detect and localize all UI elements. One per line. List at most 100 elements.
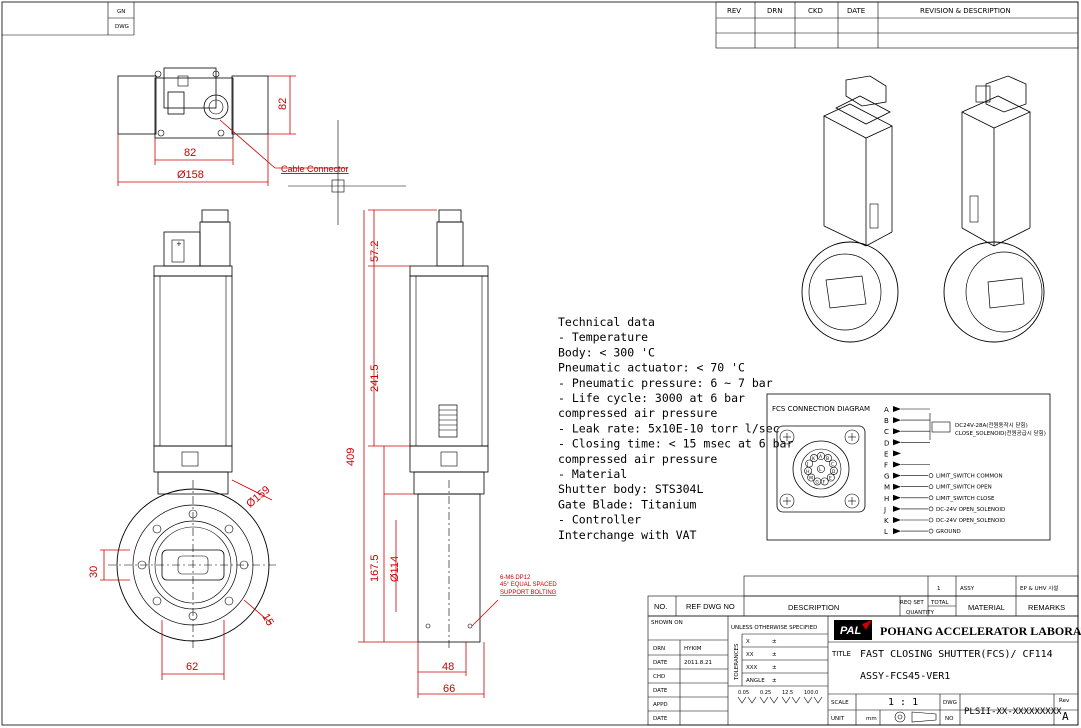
dim-front-62: 62 [186,661,198,673]
drawn-date: 2011.8.21 [684,660,712,666]
dim-front-diameter-159: Ø159 [244,484,272,510]
technical-data-line: compressed air pressure [558,406,717,420]
connector-pin-letter: A [819,454,823,460]
connector-pin-letter: J [806,462,808,468]
isometric-view-left [801,75,899,343]
dim-57-2: 57.2 [369,241,381,262]
ref-dwg-header: REF DWG NO [686,602,735,611]
top-view [117,67,269,139]
quantity-header: QUANTITY [906,610,935,616]
signal-terminal [928,528,934,534]
date-header: DATE [847,7,865,15]
connector-pin [817,465,825,473]
signal-label: LIMIT_SWITCH CLOSE [936,496,995,502]
pal-logo-text: PAL [840,625,861,637]
assy-value: ASSY [960,586,975,592]
pal-logo-mark [862,620,872,630]
rev-label: Rev [1059,698,1070,704]
technical-data-line: Pneumatic actuator: < 70 'C [558,361,745,375]
signal-terminal [928,473,934,478]
technical-data-line: - Temperature [558,330,648,344]
surface-finish-symbol [747,696,757,704]
signal-label: GROUND [936,529,961,535]
ckd-header: CKD [808,7,823,15]
cable-connector-label: Cable Connector [281,164,349,174]
front-view-plus-marker: + [176,240,182,248]
pin-letter: L [884,528,888,536]
connector-pin [807,473,816,482]
connector-pin-letter: E [829,476,832,482]
pin-letter: E [884,450,888,458]
connector-pin-letter: L [819,467,822,473]
coil-label-1: DC24V-28A(전원동작시 닫힘) [955,421,1028,429]
connector-pin [805,459,814,468]
approval-row-label: DATE [653,688,668,694]
tolerance-plusminus: ± [772,678,777,684]
surface-finish-symbol [769,696,779,704]
unless-specified-label: UNLESS OTHERWISE SPECIFIED [731,625,817,631]
connector-pin-letter: B [826,456,829,462]
pin-arrow [893,450,901,457]
bolting-note-line-3: SUPPORT BOLTING [500,590,557,596]
title-label: TITLE [831,650,851,658]
drawing-subtitle: ASSY-FCS45-VER1 [860,671,950,682]
projection-symbol [894,711,906,723]
tolerances-label: TOLERANCES [734,643,740,681]
dim-66: 66 [443,683,455,695]
connector-pin [817,452,825,460]
corner-box: GN DWG [2,2,135,36]
pin-arrow [893,472,901,479]
pin-letter: K [884,517,889,525]
technical-data-line: Body: < 300 'C [558,345,655,359]
technical-data-line: - Material [558,467,627,481]
top-view-dimensions: 82 Ø158 82 Cable Connector [117,75,349,186]
tolerance-row-label: X [746,639,750,645]
front-view: + [108,209,278,648]
pin-letter: J [883,506,886,514]
pin-letter: D [884,439,889,447]
pin-arrow [893,428,901,435]
pin-letter: G [884,473,889,481]
surface-finish-symbol [781,696,791,704]
coil-label-2: CLOSE_SOLENOID(전원공급시 닫힘) [955,429,1046,437]
pin-arrow [893,417,901,424]
revision-value: A [1062,710,1069,723]
dim-409: 409 [345,448,357,466]
approval-row-label: DATE [653,660,668,666]
dim-167-5: 167.5 [369,554,381,582]
connector-pin [810,454,818,462]
unit-value: mm [866,716,877,722]
technical-data: Technical data- Temperature Body: < 300 … [558,315,793,542]
title-block: SHOWN ON UNLESS OTHERWISE SPECIFIED DRND… [647,615,1081,726]
lab-name: POHANG ACCELERATOR LABORATORY [880,624,1081,638]
parts-list: 1 ASSY EP & UHV 시설 NO. REF DWG NO DESCRI… [647,575,1079,617]
bolting-note-line-1: 6-M6 DP12 [500,575,531,581]
pal-logo [834,620,872,640]
isometric-view-right [943,75,1045,343]
remarks-header: REMARKS [1028,603,1065,612]
surface-finish-symbol [737,696,747,704]
approval-row-label: CHD [653,674,665,680]
tolerance-row-label: ANGLE [746,678,765,684]
signal-label: DC-24V OPEN_SOLENOID [936,518,1005,524]
signal-terminal [928,506,934,512]
drawn-by-name: HYKIM [684,646,702,652]
pin-arrow [893,528,901,535]
tolerance-plusminus: ± [772,652,777,658]
bolting-note-line-2: 45° EQUAL SPACED [500,582,557,588]
no-label: NO [945,716,954,722]
material-header: MATERIAL [968,603,1005,612]
pin-letter: A [884,406,889,414]
total-header: TOTAL [930,600,949,606]
dim-front-30: 30 [88,566,100,578]
side-view [409,209,489,650]
surface-finish-symbol [759,696,769,704]
technical-data-line: Technical data [558,315,655,329]
dwg-label: DWG [943,700,957,706]
shown-on-label: SHOWN ON [651,620,683,626]
connector-pin-letter: K [812,456,816,462]
